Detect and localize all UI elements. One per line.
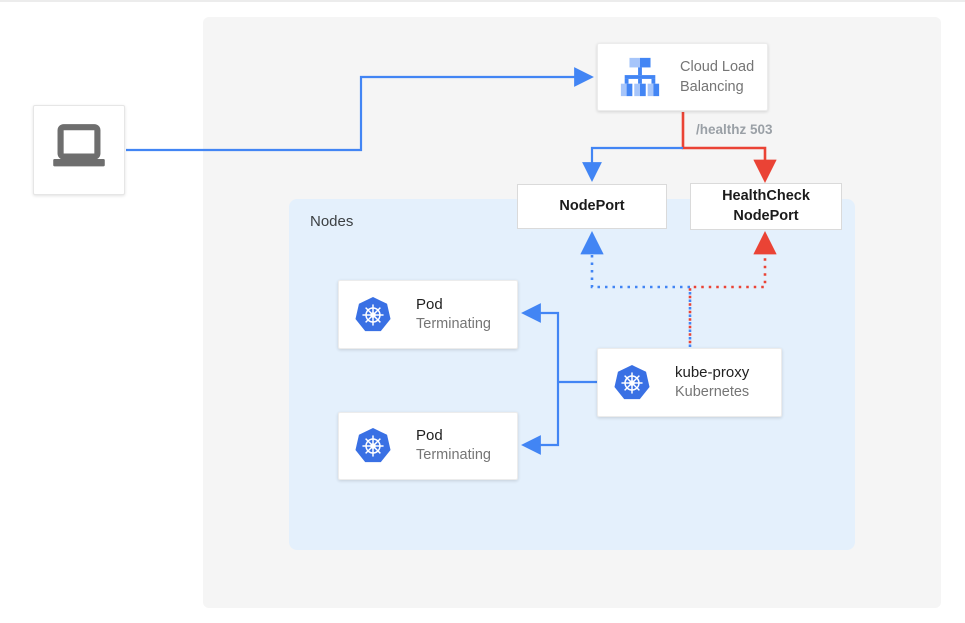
cloud-load-balancing-node: Cloud Load Balancing <box>597 43 768 111</box>
kubernetes-icon <box>354 296 392 334</box>
healthcheck-nodeport-label: HealthCheck NodePort <box>722 187 810 224</box>
pod-node-2: Pod Terminating <box>338 412 518 480</box>
kubernetes-icon <box>613 364 651 402</box>
nodeport-label: NodePort <box>559 197 625 214</box>
pod-title: Pod <box>416 295 443 313</box>
laptop-icon <box>49 121 109 180</box>
kube-proxy-title: kube-proxy <box>675 363 750 381</box>
kube-proxy-node: kube-proxy Kubernetes <box>597 348 782 417</box>
nodes-label: Nodes <box>310 213 354 230</box>
pod-status: Terminating <box>416 315 491 332</box>
healthz-503-label: /healthz 503 <box>696 122 773 137</box>
kube-proxy-subtitle: Kubernetes <box>675 383 750 400</box>
pod-status: Terminating <box>416 447 491 464</box>
cloud-load-balancing-icon <box>617 55 663 99</box>
client-node <box>33 105 125 195</box>
pod-title: Pod <box>416 427 443 445</box>
cloud-load-balancing-label: Cloud Load Balancing <box>680 58 755 95</box>
kubernetes-icon <box>354 427 392 465</box>
nodeport-node: NodePort <box>517 184 667 229</box>
pod-node-1: Pod Terminating <box>338 280 518 349</box>
healthcheck-nodeport-node: HealthCheck NodePort <box>690 183 842 230</box>
